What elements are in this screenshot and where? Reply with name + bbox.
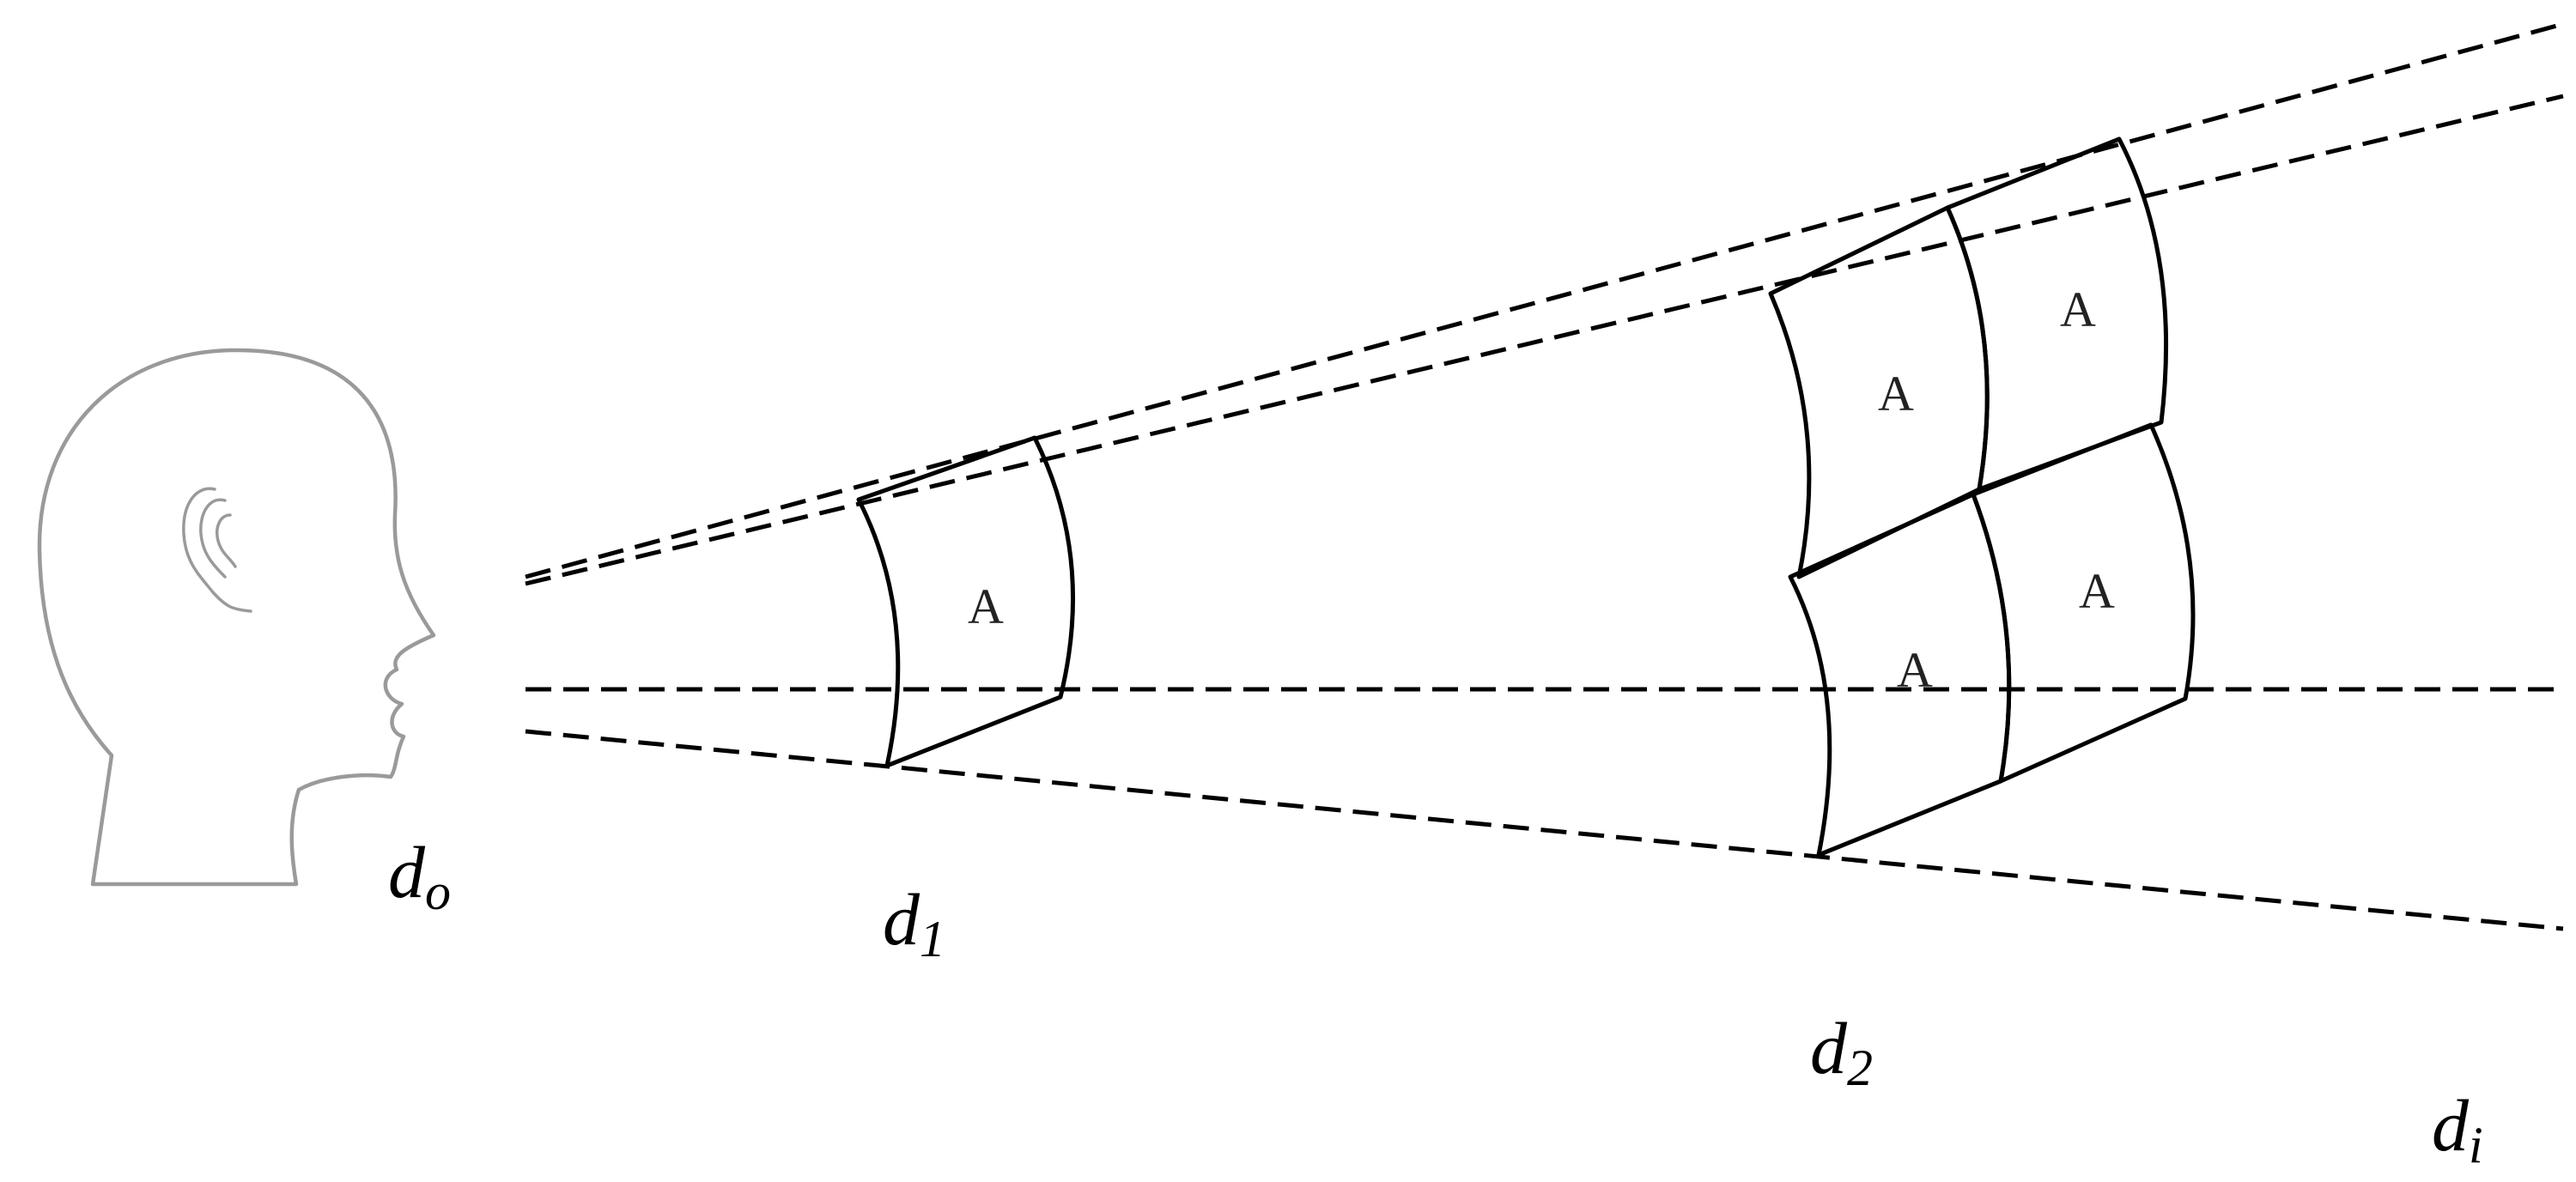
- upper-ray-inner: [525, 94, 2564, 586]
- panel-far-bottom-left: A: [1788, 492, 2012, 858]
- ear-icon: [182, 487, 252, 613]
- panel-far-bottom-right-letter: A: [2079, 563, 2115, 619]
- panel-far-top-right-letter: A: [2060, 282, 2096, 337]
- panel-far-top-right: A: [1945, 136, 2169, 492]
- sight-lines: [525, 21, 2564, 931]
- panel-far-bottom-right: A: [1971, 422, 2196, 784]
- panel-far-top-left-letter: A: [1878, 366, 1914, 421]
- label-d-second: d2: [1810, 1007, 1873, 1096]
- panel-grid-far: A A A A: [1768, 136, 2196, 858]
- panel-near: A: [856, 435, 1075, 768]
- head-outline: [37, 348, 436, 887]
- label-d-first: d1: [883, 878, 945, 967]
- observer-head-icon: [37, 348, 436, 887]
- upper-ray-outer: [525, 21, 2564, 579]
- panel-near-letter: A: [968, 579, 1004, 634]
- label-d-image: di: [2432, 1084, 2483, 1173]
- label-d-observer: do: [388, 831, 451, 920]
- panel-far-bottom-left-letter: A: [1897, 642, 1933, 698]
- lower-ray: [525, 729, 2564, 931]
- panel-far-top-left: A: [1768, 205, 1990, 579]
